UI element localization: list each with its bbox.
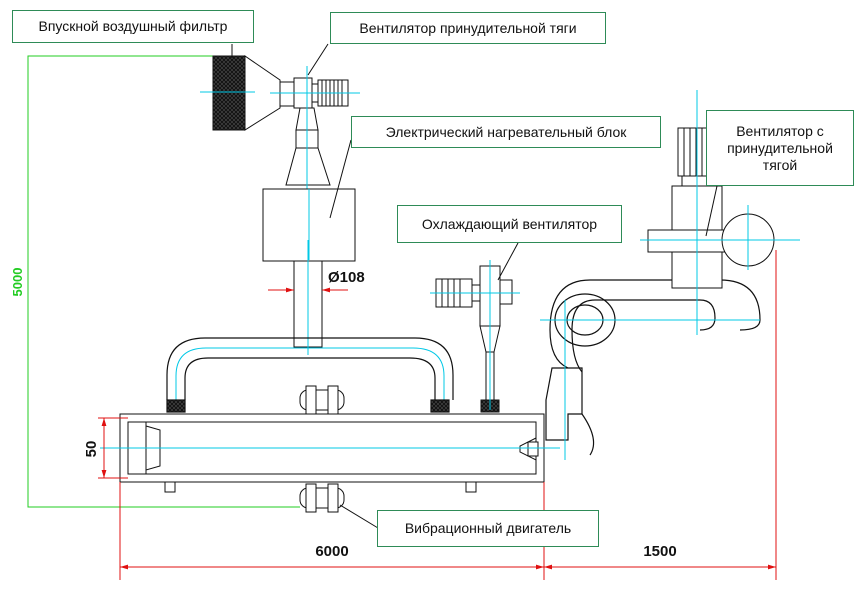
box-height-label: 50 [83, 441, 100, 458]
label-heater-block: Электрический нагревательный блок [351, 116, 661, 148]
length-dimensions [98, 250, 777, 580]
label-right-draft-fan: Вентилятор с принудительной тягой [706, 110, 854, 186]
right-fan-tower [640, 90, 800, 335]
label-intake-filter: Впускной воздушный фильтр [12, 10, 254, 43]
label-vibration-motor: Вибрационный двигатель [377, 510, 599, 547]
label-cooling-fan: Охлаждающий вентилятор [397, 205, 622, 243]
top-fan-unit [270, 66, 360, 200]
exhaust-ducting [540, 279, 761, 460]
callout-leaders [231, 43, 718, 529]
length-ext-label: 1500 [643, 543, 676, 560]
heater-block [262, 188, 356, 355]
cooling-fan-unit [430, 260, 520, 413]
drying-bed [100, 413, 560, 493]
height-dimension [27, 55, 300, 508]
length-main-label: 6000 [315, 543, 348, 560]
label-forced-draft-fan: Вентилятор принудительной тяги [330, 12, 606, 44]
intake-filter-unit [200, 55, 295, 131]
vibration-motors [299, 385, 345, 513]
diameter-label: Ø108 [328, 269, 365, 286]
distribution-duct [166, 337, 454, 413]
height-dim-label: 5000 [10, 268, 25, 297]
